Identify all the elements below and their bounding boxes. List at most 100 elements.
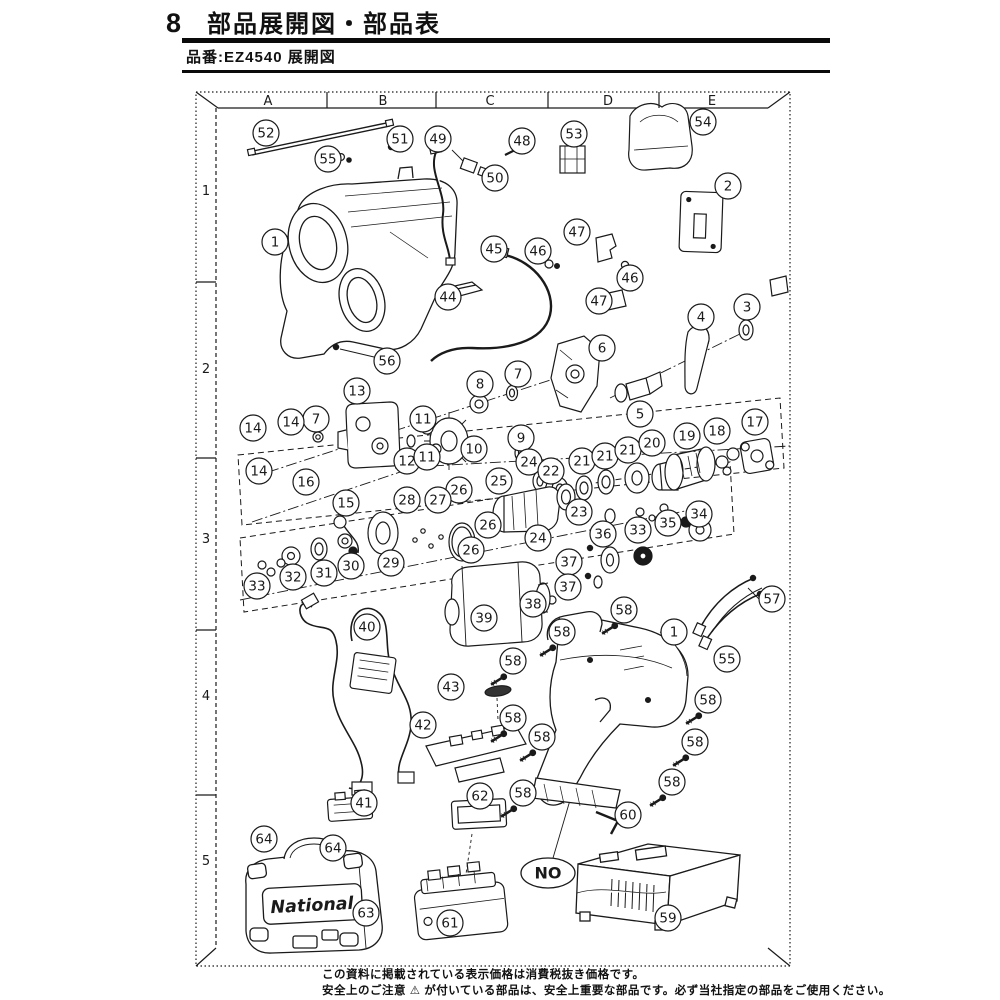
- section-number: 8: [166, 8, 182, 38]
- part-number: 36: [594, 527, 611, 543]
- part-callout-1: 1: [261, 228, 289, 256]
- part-number: 37: [560, 555, 577, 571]
- part-number: 40: [358, 620, 375, 636]
- part-number: 1: [670, 625, 679, 641]
- part-callout-30: 30: [337, 552, 365, 580]
- part-callout-39: 39: [470, 604, 498, 632]
- part-callout-58: 58: [610, 596, 638, 624]
- part-callout-5: 5: [626, 400, 654, 428]
- screw-icon: [649, 794, 667, 807]
- part-number: 46: [529, 244, 546, 260]
- part-number: 21: [573, 454, 590, 470]
- part-number: 22: [542, 464, 559, 480]
- part-number-bar: 品番:EZ4540 展開図: [186, 49, 336, 66]
- grid-column-label-E: E: [708, 94, 716, 109]
- grid-letter: B: [379, 94, 388, 109]
- part-callout-44: 44: [434, 283, 462, 311]
- grid-column-label-B: B: [379, 94, 388, 109]
- part-number: 28: [398, 493, 415, 509]
- part-number: 26: [462, 543, 479, 559]
- part-number: 10: [465, 442, 482, 458]
- part-number: 7: [514, 367, 523, 383]
- part-number: 13: [348, 384, 365, 400]
- part-callout-26: 26: [445, 476, 473, 504]
- part-callout-63: 63: [352, 899, 380, 927]
- part-number: 2: [724, 179, 733, 195]
- part-callout-2: 2: [714, 172, 742, 200]
- diagram-frame: [195, 91, 791, 967]
- part-number: 58: [699, 693, 716, 709]
- part-number: 55: [319, 152, 336, 168]
- grid-column-label-C: C: [485, 94, 494, 109]
- part-callout-58: 58: [499, 647, 527, 675]
- part-callout-13: 13: [343, 377, 371, 405]
- part-number: 58: [615, 603, 632, 619]
- rule-thin: [182, 70, 830, 73]
- part-number: 21: [619, 443, 636, 459]
- part-callout-23: 23: [565, 498, 593, 526]
- part-callout-47: 47: [563, 218, 591, 246]
- part-callout-19: 19: [673, 422, 701, 450]
- part-number: 21: [596, 449, 613, 465]
- part-callout-11: 11: [413, 443, 441, 471]
- screw-icon: [490, 730, 508, 743]
- part-callout-34: 34: [685, 500, 713, 528]
- part-number: 33: [629, 523, 646, 539]
- part-number: 17: [746, 415, 763, 431]
- part-callout-58: 58: [681, 728, 709, 756]
- part-callout-17: 17: [741, 408, 769, 436]
- part-number: 44: [439, 290, 456, 306]
- part-callout-33: 33: [624, 516, 652, 544]
- upper-housing-art: [279, 166, 458, 359]
- part-number: 7: [312, 412, 321, 428]
- part-number: 12: [398, 454, 415, 470]
- grid-number: 1: [202, 184, 210, 199]
- part-callout-21: 21: [568, 447, 596, 475]
- part-callout-51: 51: [386, 125, 414, 153]
- grid-number: 4: [202, 689, 210, 704]
- screw-icon: [490, 673, 508, 686]
- part-callout-43: 43: [437, 673, 465, 701]
- part-number: 49: [429, 132, 446, 148]
- part-callout-18: 18: [703, 417, 731, 445]
- part-callout-14: 14: [277, 408, 305, 436]
- part-callout-26: 26: [457, 536, 485, 564]
- part-number: 35: [659, 516, 676, 532]
- part-number: 15: [337, 496, 354, 512]
- part-callout-41: 41: [350, 789, 378, 817]
- part-callout-62: 62: [466, 782, 494, 810]
- grid-letter: C: [485, 94, 494, 109]
- part-number: 18: [708, 424, 725, 440]
- part-callout-54: 54: [689, 108, 717, 136]
- part-number: 62: [471, 789, 488, 805]
- part-callout-46: 46: [524, 237, 552, 265]
- part-callout-6: 6: [588, 334, 616, 362]
- part-callout-14: 14: [239, 414, 267, 442]
- part-callout-61: 61: [436, 909, 464, 937]
- part-number: 24: [529, 531, 546, 547]
- grid-letter: D: [603, 94, 613, 109]
- part-number: 4: [697, 310, 706, 326]
- part-number: 57: [763, 592, 780, 608]
- part-callout-7: 7: [504, 360, 532, 388]
- part-callout-26: 26: [474, 511, 502, 539]
- part-callout-58: 58: [499, 704, 527, 732]
- part-number: 60: [619, 808, 636, 824]
- part-number: 14: [282, 415, 299, 431]
- assembled-drill-art: [531, 610, 689, 835]
- part-callout-38: 38: [519, 590, 547, 618]
- part-callout-16: 16: [292, 468, 320, 496]
- part-callout-40: 40: [353, 613, 381, 641]
- part-number: 14: [244, 421, 261, 437]
- part-callout-35: 35: [654, 509, 682, 537]
- grid-number: 2: [202, 362, 210, 377]
- top-small-parts-art: [246, 103, 724, 266]
- part-number: 42: [414, 718, 431, 734]
- part-callout-56: 56: [373, 347, 401, 375]
- svg-text:NO: NO: [535, 864, 562, 883]
- part-callout-64: 64: [250, 825, 278, 853]
- page-title: 部品展開図・部品表: [207, 11, 442, 38]
- part-callout-24: 24: [524, 524, 552, 552]
